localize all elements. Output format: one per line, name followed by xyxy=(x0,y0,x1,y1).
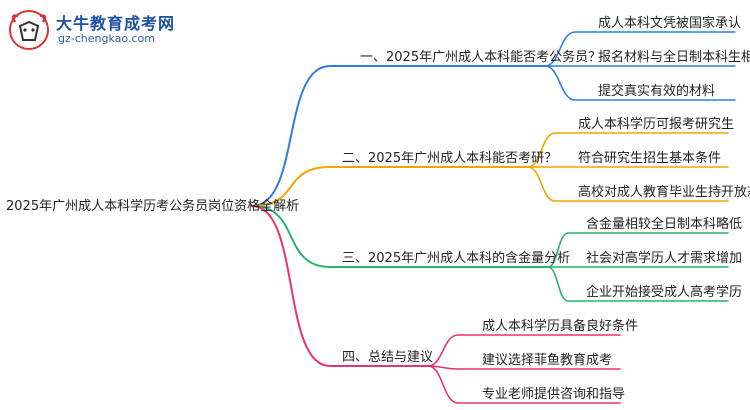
branch-2-leaf-3-connector xyxy=(527,166,729,202)
branch-2-leaf-2: 符合研究生招生基本条件 xyxy=(578,151,722,166)
branch-1-connector xyxy=(251,65,546,207)
branch-3-leaf-1: 含金量相较全日制本科略低 xyxy=(586,217,743,232)
branch-4-leaf-2-connector xyxy=(427,365,621,370)
branch-1-leaf-3-connector xyxy=(544,65,736,101)
branch-3-leaf-3: 企业开始接受成人高考学历 xyxy=(586,285,743,300)
branch-3-leaf-2: 社会对高学历人才需求增加 xyxy=(586,251,743,266)
logo-title: 大牛教育成考网 xyxy=(56,14,176,33)
branch-4-leaf-2: 建议选择菲鱼教育成考 xyxy=(482,353,613,368)
branch-1-leaf-1: 成人本科文凭被国家承认 xyxy=(598,16,742,31)
branch-1-leaf-3: 提交真实有效的材料 xyxy=(598,84,716,99)
bull-logo-icon xyxy=(9,10,49,50)
branch-1-leaf-2: 报名材料与全日制本科生相同 xyxy=(598,50,750,65)
branch-2-label: 二、2025年广州成人本科能否考研？ xyxy=(342,151,558,166)
branch-2-leaf-3: 高校对成人教育毕业生持开放态度 xyxy=(578,185,750,200)
branch-1-label: 一、2025年广州成人本科能否考公务员？ xyxy=(360,50,602,65)
branch-1-leaf-1-connector xyxy=(544,31,736,67)
branch-2-leaf-1: 成人本科学历可报考研究生 xyxy=(578,117,735,132)
branch-4-label: 四、总结与建议 xyxy=(342,350,434,365)
site-logo[interactable]: 大牛教育成考网 gz-chengkao.com xyxy=(6,8,206,52)
branch-4-leaf-3: 专业老师提供咨询和指导 xyxy=(482,387,626,402)
branch-3-leaf-3-connector xyxy=(547,266,729,302)
root-topic: 2025年广州成人本科学历考公务员岗位资格全解析 xyxy=(6,199,300,214)
branch-3-leaf-1-connector xyxy=(547,232,729,268)
branch-4-connector xyxy=(251,205,429,367)
branch-2-leaf-1-connector xyxy=(527,132,729,168)
branch-4-leaf-1: 成人本科学历具备良好条件 xyxy=(482,319,639,334)
logo-url: gz-chengkao.com xyxy=(58,32,155,45)
branch-4-leaf-1-connector xyxy=(427,334,621,367)
branch-3-label: 三、2025年广州成人本科的含金量分析 xyxy=(342,251,571,266)
branch-2-connector xyxy=(251,166,529,207)
branch-4-leaf-3-connector xyxy=(427,365,621,404)
branch-3-connector xyxy=(251,205,549,268)
